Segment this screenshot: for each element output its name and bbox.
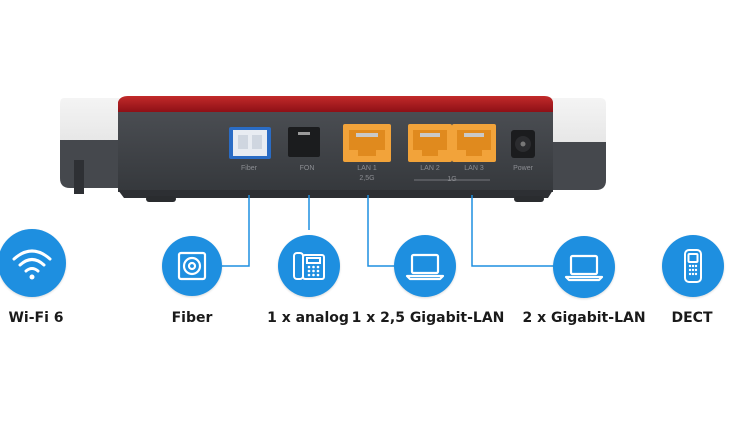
analog-feature-circle [278,235,340,297]
port-label-lan1: LAN 1 [357,165,377,172]
dect-feature-circle [662,235,724,297]
cordless-phone-icon [684,249,702,283]
fon-port [288,127,320,157]
wifi-label: Wi-Fi 6 [8,310,64,326]
analog-label: 1 x analog [267,310,349,326]
lan25-feature-circle [394,235,456,297]
port-label-lan1-speed: 2,5G [359,175,375,182]
phone-icon [293,252,325,280]
router-left-side [60,98,122,194]
router-bottom [118,190,553,198]
lan2-label: 2 x Gigabit-LAN [522,310,646,326]
laptop-icon [564,254,604,282]
lan2-port [408,124,452,162]
lan1-port [343,124,391,162]
wifi-icon [12,249,52,280]
lan25-label: 1 x 2,5 Gigabit-LAN [351,310,505,326]
laptop-icon [405,253,445,281]
power-port [511,130,535,158]
fiber-port-icon [177,251,207,281]
port-label-power: Power [513,165,533,172]
lan2-feature-circle [553,236,615,298]
port-label-fiber: Fiber [241,165,257,172]
port-label-lan2: LAN 2 [420,165,440,172]
port-label-lan23-speed: 1G [447,176,457,183]
fiber-label: Fiber [171,310,213,326]
wifi-feature-circle [0,229,66,297]
port-label-fon: FON [299,165,315,172]
fiber-port [229,127,271,159]
lan3-port [452,124,496,162]
connector-lines [222,195,555,267]
port-label-lan3: LAN 3 [464,165,484,172]
dect-label: DECT [671,310,713,326]
router-right-side [548,98,606,190]
router-top-red [118,96,553,112]
fiber-feature-circle [162,236,222,296]
